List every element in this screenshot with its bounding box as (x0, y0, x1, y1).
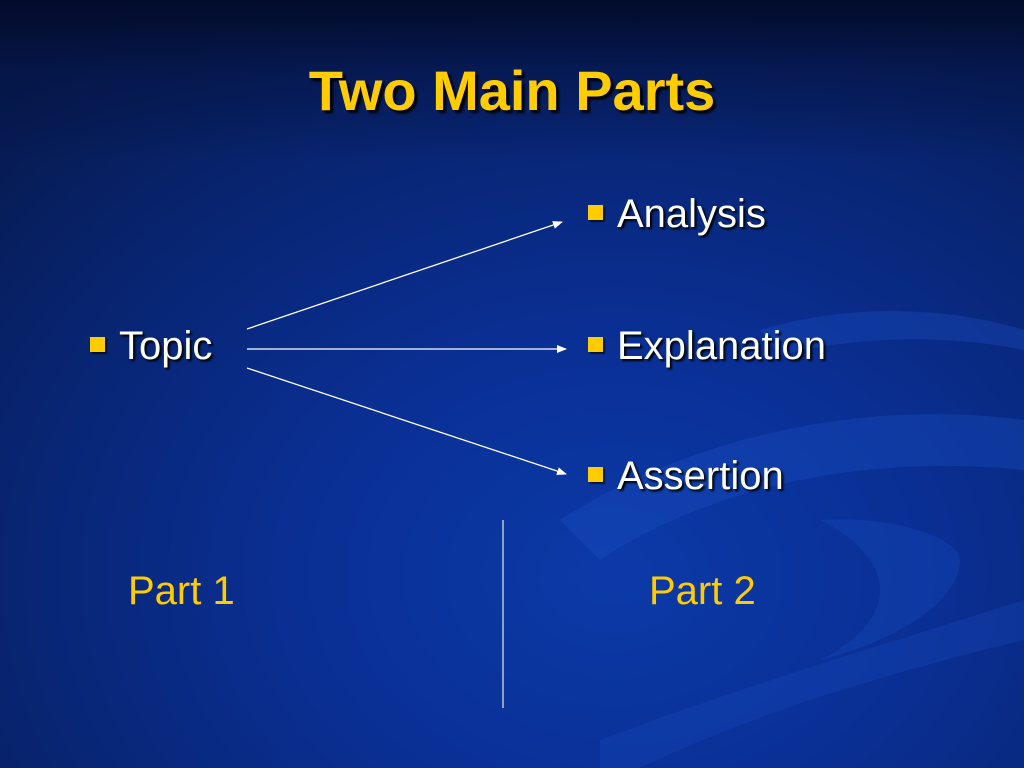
arrow-to-assertion (246, 367, 567, 475)
explanation-label: Explanation (617, 324, 827, 368)
assertion-label: Assertion (617, 454, 784, 498)
bullet-icon (588, 205, 603, 220)
slide-title: Two Main Parts (308, 59, 716, 122)
bullet-icon (588, 337, 603, 352)
topic-item: Topic (90, 326, 212, 366)
part-1-label: Part 1 (128, 569, 235, 613)
part-2-label: Part 2 (649, 569, 756, 613)
analysis-label: Analysis (617, 192, 766, 236)
bullet-icon (588, 467, 603, 482)
analysis-item: Analysis (588, 194, 766, 234)
bullet-icon (90, 337, 105, 352)
assertion-item: Assertion (588, 456, 784, 496)
explanation-item: Explanation (588, 326, 826, 366)
topic-label: Topic (119, 324, 213, 368)
arrow-to-analysis (246, 221, 563, 330)
